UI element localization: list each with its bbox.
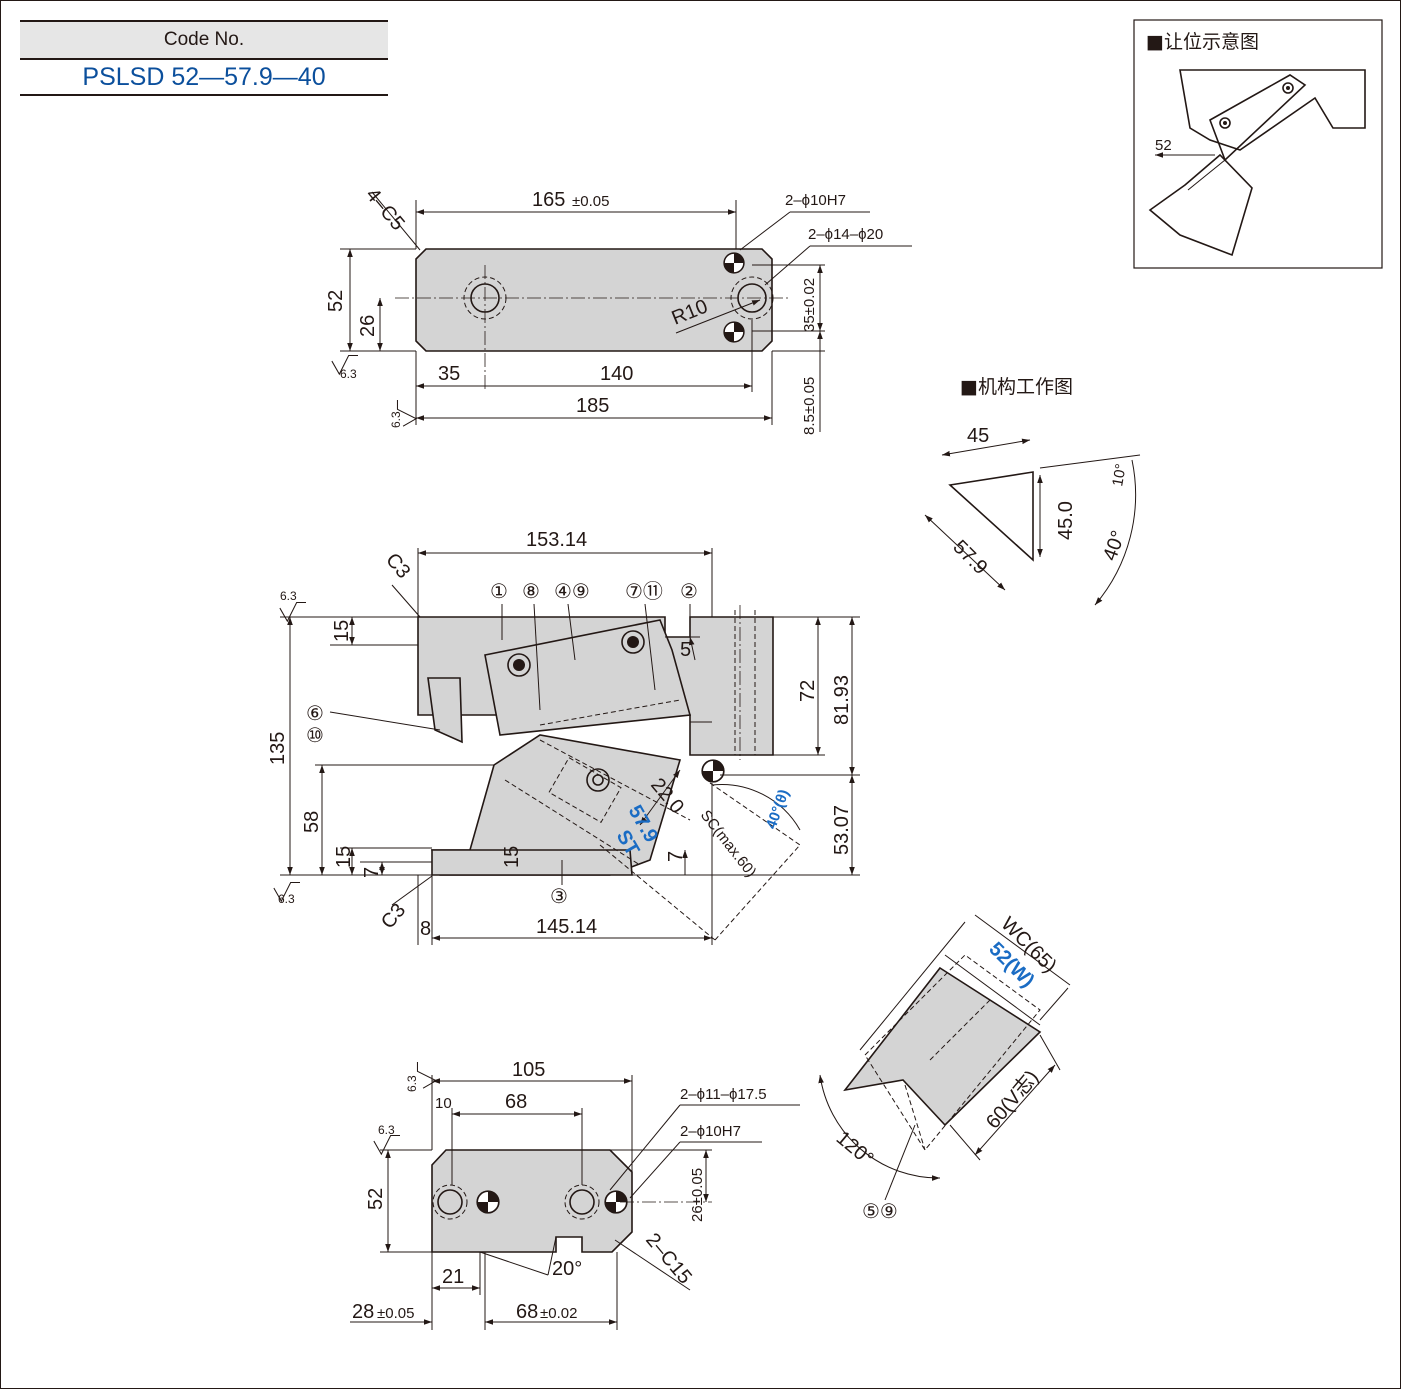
top-hole-spec-2: 2–ϕ14–ϕ20 (808, 226, 883, 243)
bottom-angle: 20° (552, 1258, 582, 1280)
mechanism-dim-45: 45 (967, 425, 989, 447)
roughness-symbol-icon (416, 1062, 437, 1089)
front-dim-153-14: 153.14 (526, 529, 587, 551)
center-mark-icon (723, 252, 745, 274)
clearance-title: ■让位示意图 (1146, 31, 1259, 53)
front-sc: SC(max.60) (697, 807, 760, 881)
front-dim-15-top: 15 (331, 620, 353, 642)
wedge-angle: 120° (832, 1127, 878, 1170)
top-roughness-1: 6.3 (340, 367, 357, 381)
bottom-chamfer: 2–C15 (641, 1229, 696, 1288)
mechanism-title: ■机构工作图 (960, 376, 1073, 398)
top-view: 165 ±0.05 4–C5 2–ϕ10H7 2–ϕ14–ϕ20 R10 52 … (325, 184, 912, 435)
top-dim-165: 165 (532, 189, 565, 211)
bottom-dim-10: 10 (435, 1095, 452, 1112)
front-view: 153.14 C3 135 15 58 15 7 15 7 145.14 8 C… (267, 529, 860, 945)
bottom-roughness-2: 6.3 (378, 1123, 395, 1137)
front-dim-135: 135 (267, 732, 289, 765)
top-hole-spec-1: 2–ϕ10H7 (785, 192, 846, 209)
bottom-dim-28: 28 (352, 1301, 374, 1323)
callout-10: ⑩ (306, 725, 324, 747)
top-dim-35: 35 (438, 363, 460, 385)
front-dim-7-right: 7 (665, 851, 687, 862)
top-pitch: 35±0.02 (801, 278, 818, 332)
center-mark-icon (476, 1190, 500, 1214)
front-angle: 40°(θ) (763, 787, 793, 831)
top-offset: 8.5±0.05 (801, 377, 818, 435)
top-dim-165-tol: ±0.05 (572, 193, 609, 210)
bottom-view: 105 68 10 52 26±0.05 2–ϕ11–ϕ17.5 2–ϕ10H7… (350, 1059, 800, 1330)
top-dim-26: 26 (357, 315, 379, 337)
top-dim-52: 52 (325, 290, 347, 312)
callout-8: ⑧ (522, 581, 540, 603)
bottom-dim-21: 21 (442, 1266, 464, 1288)
bottom-dim-105: 105 (512, 1059, 545, 1081)
wedge-callout-5-9: ⑤⑨ (862, 1201, 898, 1223)
clearance-dim-52: 52 (1155, 137, 1172, 154)
mechanism-angle-10: 10° (1109, 462, 1130, 487)
front-dim-145-14: 145.14 (536, 916, 597, 938)
top-roughness-2: 6.3 (389, 411, 403, 428)
top-dim-140: 140 (600, 363, 633, 385)
roughness-symbol-icon (373, 1134, 400, 1155)
bottom-hole-spec-1: 2–ϕ11–ϕ17.5 (680, 1086, 767, 1103)
code-number-header: Code No. (20, 20, 388, 60)
callout-7-11: ⑦⑪ (625, 580, 663, 603)
center-mark-icon (723, 321, 745, 343)
callout-2: ② (680, 581, 698, 603)
front-dim-72: 72 (797, 680, 819, 702)
bottom-dim-52: 52 (365, 1188, 387, 1210)
front-chamfer-bottom: C3 (377, 899, 410, 933)
bottom-pitch: 26±0.05 (689, 1168, 706, 1222)
front-dim-8: 8 (420, 918, 431, 940)
bottom-dim-68: 68 (505, 1091, 527, 1113)
mechanism-angle-40: 40° (1099, 528, 1130, 564)
top-dim-185: 185 (576, 395, 609, 417)
front-dim-15-bottom: 15 (333, 846, 355, 868)
bottom-dim-28-tol: ±0.05 (377, 1305, 414, 1322)
callout-4-9: ④⑨ (554, 581, 590, 603)
callout-3: ③ (550, 886, 568, 908)
roughness-symbol-icon (279, 601, 306, 622)
mechanism-dim-45-0: 45.0 (1055, 501, 1077, 540)
callout-1: ① (490, 581, 508, 603)
front-dim-5: 5 (680, 639, 691, 661)
clearance-inset: ■让位示意图 52 (1133, 19, 1383, 269)
bottom-hole-spec-2: 2–ϕ10H7 (680, 1123, 741, 1140)
wedge-view: WC(65) 52(W) 60(V志) 120° ⑤⑨ (818, 913, 1071, 1223)
mechanism-inset: ■机构工作图 45 45.0 57.9 10° 40° (924, 376, 1141, 606)
front-dim-7-left: 7 (361, 867, 383, 878)
front-dim-58: 58 (301, 811, 323, 833)
front-dim-53-07: 53.07 (831, 805, 853, 855)
front-dim-81-93: 81.93 (831, 675, 853, 725)
bottom-dim-68-b: 68 (516, 1301, 538, 1323)
front-roughness-2: 6.3 (278, 892, 295, 906)
callout-6: ⑥ (306, 703, 324, 725)
bottom-roughness-1: 6.3 (405, 1075, 419, 1092)
code-number-value: PSLSD 52—57.9—40 (20, 58, 388, 96)
front-roughness-1: 6.3 (280, 589, 297, 603)
stroke-center-icon (701, 759, 725, 783)
front-dim-15-mid: 15 (501, 846, 523, 868)
bottom-dim-68-b-tol: ±0.02 (540, 1305, 577, 1322)
code-number-box: Code No. PSLSD 52—57.9—40 (20, 20, 388, 96)
front-chamfer-top: C3 (381, 549, 414, 583)
